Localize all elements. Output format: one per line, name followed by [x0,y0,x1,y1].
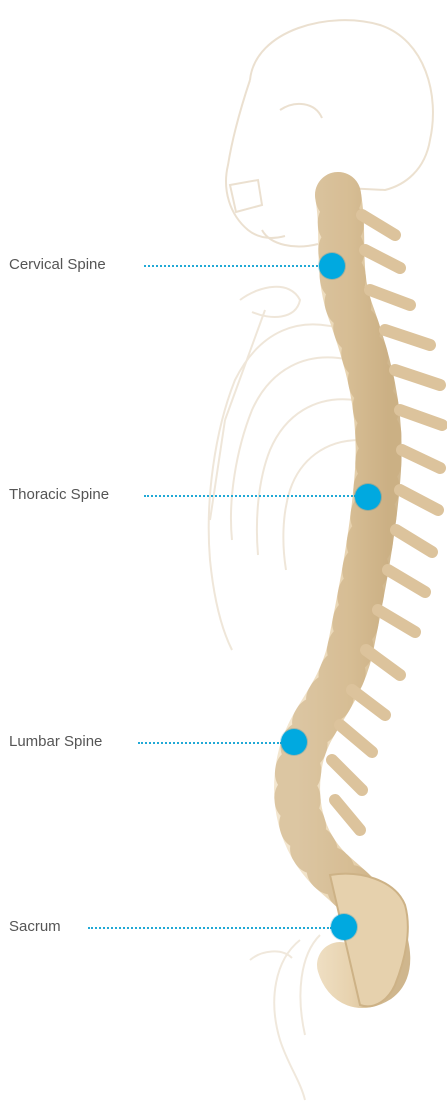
sacrum-leader [88,927,332,929]
thoracic-spine-leader [144,495,356,497]
thoracic-spine-label: Thoracic Spine [9,486,109,504]
lumbar-spine-leader [138,742,282,744]
pelvis-outline [250,935,320,1100]
lumbar-spine-label: Lumbar Spine [9,733,102,751]
cervical-spine-marker[interactable] [319,253,345,279]
lumbar-spine-marker[interactable] [281,729,307,755]
spinal-column [297,195,442,1006]
sacrum-label: Sacrum [9,918,61,936]
sacrum-marker[interactable] [331,914,357,940]
cervical-spine-leader [144,265,322,267]
thoracic-spine-marker[interactable] [355,484,381,510]
cervical-spine-label: Cervical Spine [9,256,106,274]
